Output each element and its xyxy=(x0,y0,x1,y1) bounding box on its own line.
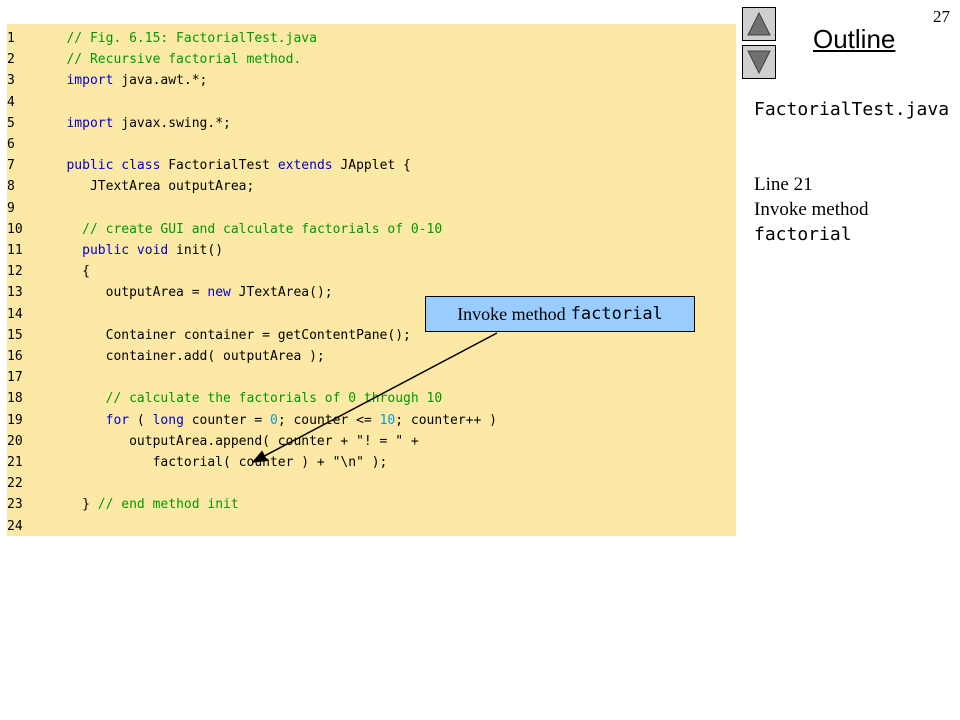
previous-slide-button[interactable] xyxy=(742,7,776,41)
code-token: ; counter++ ) xyxy=(395,412,497,428)
side-note-text: Invoke method xyxy=(754,199,869,220)
code-token: + xyxy=(403,433,419,449)
code-text: JTextArea outputArea; xyxy=(43,176,254,197)
code-token: JTextArea outputArea; xyxy=(43,179,255,195)
code-token: "\n" xyxy=(332,455,364,470)
code-token: ( xyxy=(129,412,153,428)
callout-code: factorial xyxy=(570,304,663,324)
code-token: "! = " xyxy=(356,433,404,449)
line-number: 10 xyxy=(7,221,23,237)
code-token: JApplet { xyxy=(332,158,411,174)
line-number: 19 xyxy=(7,412,23,428)
code-text: import javax.swing.*; xyxy=(43,113,231,134)
code-token: new xyxy=(207,285,231,301)
code-token: init() xyxy=(168,243,224,258)
triangle-down-icon xyxy=(747,50,771,75)
code-token: 10 xyxy=(379,412,396,428)
code-token: counter = xyxy=(183,412,270,428)
code-text: outputArea.append( counter + "! = " + xyxy=(43,431,419,452)
code-token: Container container = getContentPane(); xyxy=(43,327,411,343)
line-number: 4 xyxy=(7,94,15,110)
code-text: { xyxy=(43,261,90,282)
code-text: // Recursive factorial method. xyxy=(43,49,301,70)
callout-box: Invoke method factorial xyxy=(425,296,695,332)
code-token: 0 xyxy=(270,412,278,428)
code-text: // calculate the factorials of 0 through… xyxy=(43,388,443,409)
code-token: // create GUI and calculate factorials o… xyxy=(82,221,443,237)
outline-link[interactable]: Outline xyxy=(813,24,896,54)
line-number: 14 xyxy=(7,306,23,322)
code-text: } // end method init xyxy=(43,494,239,515)
code-text: import java.awt.*; xyxy=(43,70,207,91)
line-number: 24 xyxy=(7,518,23,534)
code-text: // Fig. 6.15: FactorialTest.java xyxy=(43,28,317,49)
line-number: 18 xyxy=(7,391,23,407)
line-number: 17 xyxy=(7,370,23,386)
code-token: // Recursive factorial method. xyxy=(66,52,302,68)
line-number: 3 xyxy=(7,73,15,89)
line-number: 9 xyxy=(7,200,15,216)
code-token: public class xyxy=(66,158,161,174)
code-token: // calculate the factorials of 0 through… xyxy=(105,391,443,407)
line-number: 20 xyxy=(7,433,23,449)
callout-text: Invoke method xyxy=(457,303,566,324)
code-token: outputArea.append( counter + xyxy=(43,433,357,449)
line-number: 11 xyxy=(7,243,23,258)
line-number: 1 xyxy=(7,31,15,46)
code-token: extends xyxy=(277,158,333,174)
code-text: public void init() xyxy=(43,240,223,261)
code-token: for xyxy=(105,412,130,428)
file-name: FactorialTest.java xyxy=(754,99,950,120)
next-slide-button[interactable] xyxy=(742,45,776,79)
code-token: ); xyxy=(363,455,388,470)
line-number: 2 xyxy=(7,52,15,68)
side-note: Line 21 Invoke method factorial xyxy=(754,172,954,247)
code-text: Container container = getContentPane(); xyxy=(43,325,411,346)
code-token: ; counter <= xyxy=(277,412,380,428)
triangle-up-icon xyxy=(747,11,771,36)
line-number: 8 xyxy=(7,179,15,195)
line-number: 13 xyxy=(7,285,23,301)
code-token: { xyxy=(43,264,90,280)
code-text: container.add( outputArea ); xyxy=(43,346,325,367)
code-token: FactorialTest xyxy=(160,158,278,174)
code-panel: 1 // Fig. 6.15: FactorialTest.java 2 // R… xyxy=(7,24,736,536)
code-token: java.awt.*; xyxy=(113,73,208,89)
line-number: 15 xyxy=(7,327,23,343)
code-token: outputArea = xyxy=(43,285,208,301)
side-note-code: factorial xyxy=(754,224,852,245)
line-number: 5 xyxy=(7,115,15,131)
code-token: container.add( outputArea ); xyxy=(43,349,325,364)
code-token: import xyxy=(66,73,114,89)
page-number: 27 xyxy=(933,7,950,26)
code-token: long xyxy=(152,412,184,428)
code-token: // Fig. 6.15: FactorialTest.java xyxy=(66,31,317,46)
line-number: 16 xyxy=(7,349,23,364)
code-text: // create GUI and calculate factorials o… xyxy=(43,219,442,240)
code-token: public void xyxy=(82,243,169,258)
code-token: javax.swing.*; xyxy=(113,115,231,131)
line-number: 12 xyxy=(7,264,23,280)
line-number: 22 xyxy=(7,476,23,492)
code-token: } xyxy=(43,497,98,513)
code-text: public class FactorialTest extends JAppl… xyxy=(43,155,411,176)
line-number: 6 xyxy=(7,137,15,152)
line-number: 23 xyxy=(7,497,23,513)
line-number: 21 xyxy=(7,455,23,470)
code-token: JTextArea(); xyxy=(230,285,333,301)
code-text: outputArea = new JTextArea(); xyxy=(43,282,333,303)
code-text: for ( long counter = 0; counter <= 10; c… xyxy=(43,410,497,431)
code-token: import xyxy=(66,115,114,131)
line-number: 7 xyxy=(7,158,15,174)
code-token: // end method init xyxy=(97,497,239,513)
side-note-line-ref: Line 21 xyxy=(754,174,813,195)
